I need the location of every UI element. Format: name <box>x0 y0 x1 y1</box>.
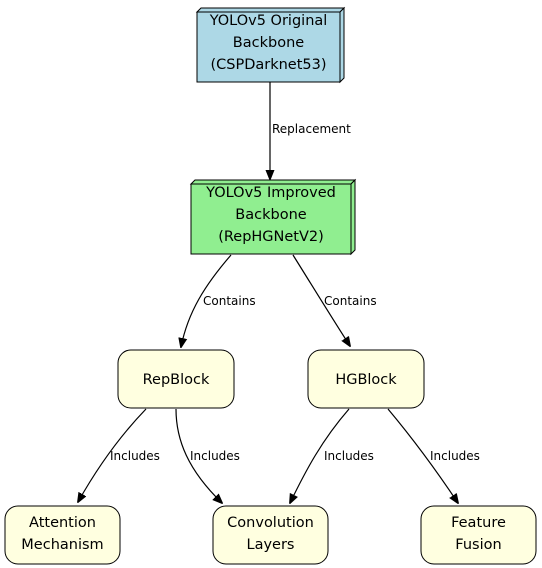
improved-backbone-box-top <box>189 179 357 185</box>
attention-label-line-1: Attention <box>29 515 96 531</box>
edge-includes-rep-conv: Includes <box>175 408 240 503</box>
edge-contains-hgblock-label: Contains <box>324 294 377 308</box>
hgblock-box <box>307 349 425 409</box>
hgblock-node: HGBlock <box>307 349 425 409</box>
improved-backbone-label-line-2: Backbone <box>235 207 306 223</box>
edge-replacement: Replacement <box>270 82 351 179</box>
fusion-box <box>420 505 537 565</box>
edge-replacement-label: Replacement <box>272 122 351 136</box>
original-backbone-label-line-2: Backbone <box>233 35 304 51</box>
convolution-label-line-2: Layers <box>247 537 295 553</box>
improved-backbone-node: YOLOv5 Improved Backbone (RepHGNetV2) <box>189 178 357 256</box>
edge-includes-rep-attention: Includes <box>78 408 160 502</box>
improved-backbone-label-line-1: YOLOv5 Improved <box>205 185 336 201</box>
edge-includes-hg-fusion-label: Includes <box>430 449 480 463</box>
repblock-label: RepBlock <box>143 372 210 388</box>
fusion-node: Feature Fusion <box>420 505 537 565</box>
original-backbone-label-line-3: (CSPDarknet53) <box>210 57 326 73</box>
attention-box <box>4 505 121 565</box>
original-backbone-label-line-1: YOLOv5 Original <box>209 13 328 29</box>
repblock-box <box>117 349 235 409</box>
edge-contains-repblock-line <box>181 254 232 347</box>
edge-includes-rep-attention-line <box>78 408 147 502</box>
original-backbone-node: YOLOv5 Original Backbone (CSPDarknet53) <box>195 6 346 84</box>
attention-node: Attention Mechanism <box>4 505 121 565</box>
hgblock-label: HGBlock <box>335 372 397 388</box>
convolution-box <box>212 505 329 565</box>
edge-contains-hgblock: Contains <box>292 254 377 346</box>
fusion-label-line-1: Feature <box>451 515 506 531</box>
edge-includes-rep-conv-line <box>175 408 222 503</box>
edge-includes-hg-conv: Includes <box>290 408 374 503</box>
edge-includes-hg-fusion: Includes <box>387 408 480 503</box>
improved-backbone-label-line-3: (RepHGNetV2) <box>218 229 324 245</box>
fusion-label-line-2: Fusion <box>455 537 501 553</box>
improved-backbone-box-side <box>350 178 356 256</box>
repblock-node: RepBlock <box>117 349 235 409</box>
edge-includes-rep-attention-label: Includes <box>110 449 160 463</box>
edge-includes-rep-conv-label: Includes <box>190 449 240 463</box>
edge-includes-hg-conv-line <box>290 408 350 503</box>
attention-label-line-2: Mechanism <box>21 537 103 553</box>
improved-backbone-box <box>190 183 352 255</box>
edge-contains-repblock-label: Contains <box>203 294 256 308</box>
edge-contains-repblock: Contains <box>181 254 256 347</box>
original-backbone-box-side <box>339 6 345 84</box>
convolution-label-line-1: Convolution <box>227 515 314 531</box>
convolution-node: Convolution Layers <box>212 505 329 565</box>
original-backbone-box <box>196 11 341 83</box>
original-backbone-box-top <box>195 7 346 13</box>
edge-contains-hgblock-line <box>292 254 350 346</box>
edge-includes-hg-conv-label: Includes <box>324 449 374 463</box>
edge-includes-hg-fusion-line <box>387 408 458 503</box>
